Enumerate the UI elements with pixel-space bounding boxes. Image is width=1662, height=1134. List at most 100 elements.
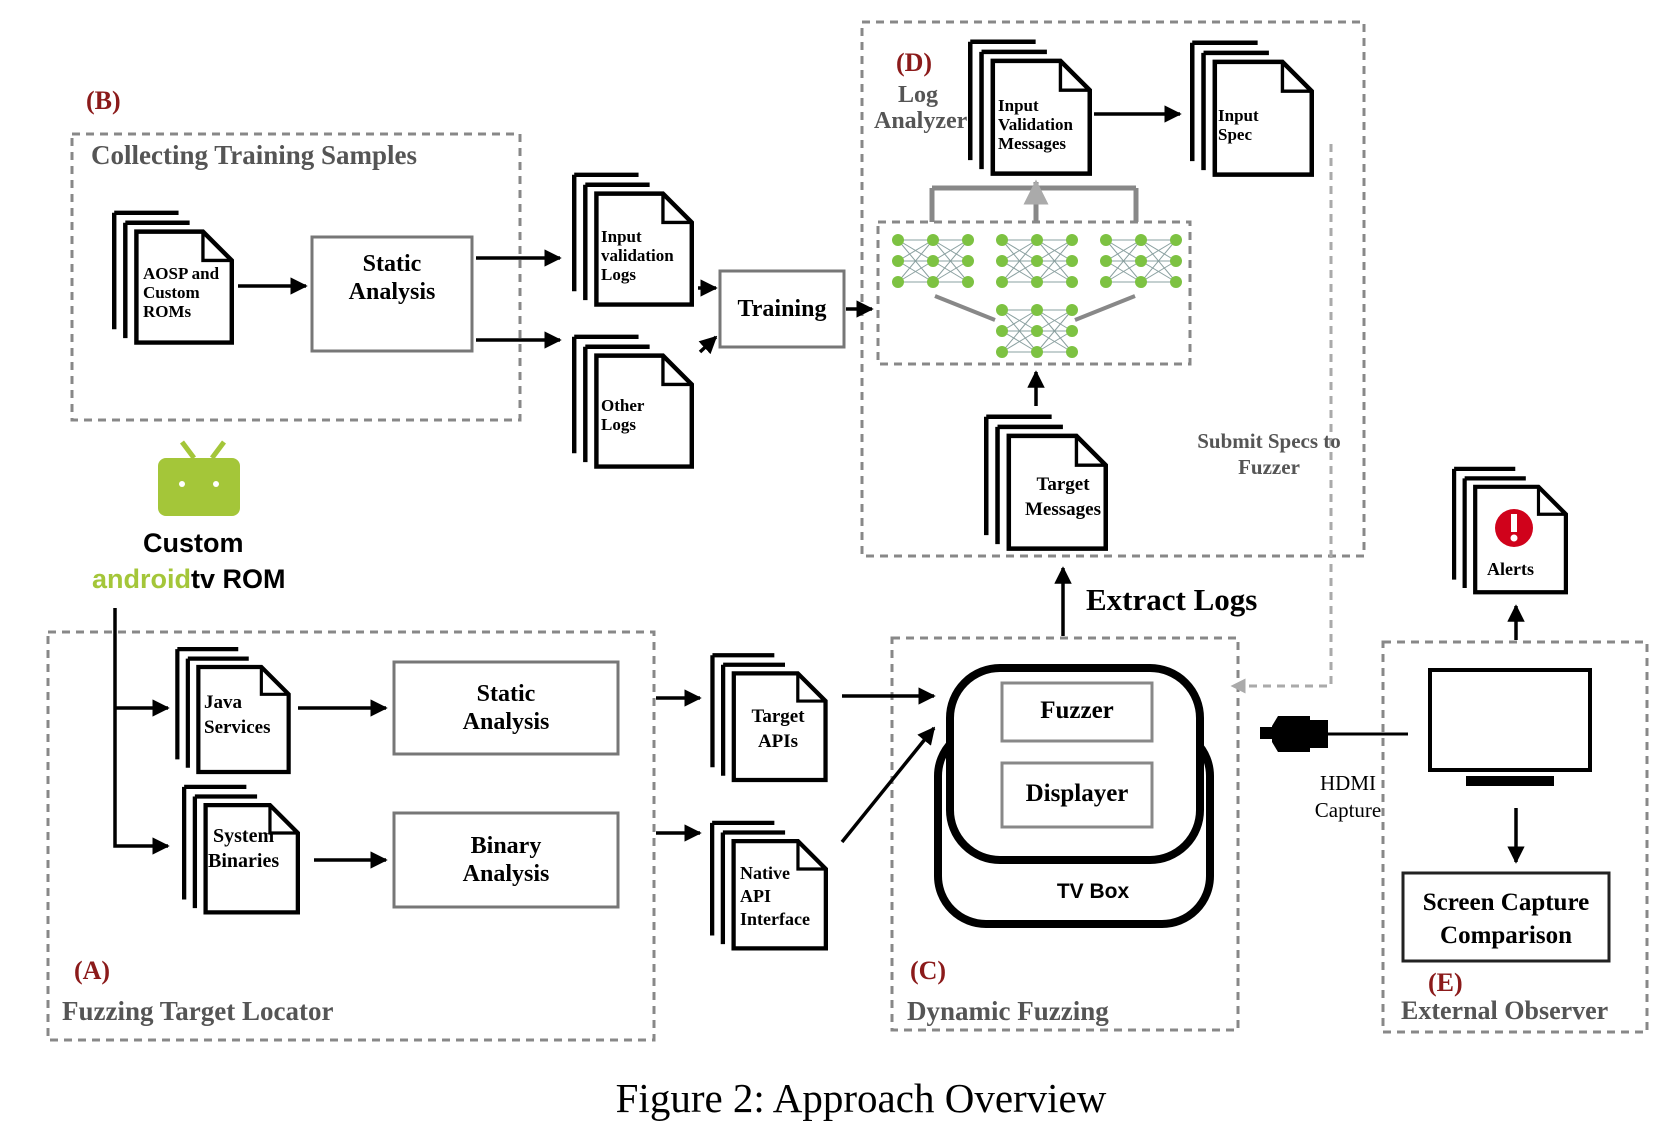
box-static-analysis-a xyxy=(392,660,620,756)
nn-node xyxy=(1066,325,1078,337)
nn-node xyxy=(962,234,974,246)
nn-connection xyxy=(1105,260,1142,283)
nn-node xyxy=(1031,234,1043,246)
nn-node xyxy=(962,255,974,267)
android-tv-rom-label: androidtv ROM xyxy=(92,564,286,594)
box-e-external-observer xyxy=(1381,640,1649,1034)
nn-connection xyxy=(1001,309,1038,353)
nn-connection xyxy=(1105,239,1142,262)
extract-logs-label: Extract Logs xyxy=(1086,582,1258,617)
nn-connection xyxy=(1036,330,1073,353)
nn-node xyxy=(1066,255,1078,267)
tv-box-label: TV Box xyxy=(1056,880,1130,903)
nn-node xyxy=(1066,346,1078,358)
nn-node xyxy=(996,304,1008,316)
nn-connection xyxy=(1001,260,1038,283)
nn-node xyxy=(1170,255,1182,267)
tv-box-icon xyxy=(934,664,1214,928)
nn-node xyxy=(1066,276,1078,288)
nn-node xyxy=(927,234,939,246)
nn-node xyxy=(892,255,904,267)
nn-connection xyxy=(1036,239,1073,262)
log-analyzer-title-line2: Analyzer xyxy=(874,108,968,134)
nn-connection xyxy=(932,239,969,283)
nn-node xyxy=(1031,255,1043,267)
box-training xyxy=(718,269,846,349)
nn-node xyxy=(1135,255,1147,267)
nn-node xyxy=(1031,325,1043,337)
custom-label: Custom xyxy=(143,528,244,558)
box-a-target-locator xyxy=(46,630,656,1042)
monitor-icon xyxy=(1428,668,1592,786)
nn-connection xyxy=(1001,239,1038,262)
hdmi-connector-icon xyxy=(1260,716,1408,752)
nn-node xyxy=(892,234,904,246)
submit-specs-dashed-arrow xyxy=(1230,144,1333,694)
nn-node xyxy=(996,325,1008,337)
nn-connection xyxy=(1140,239,1177,283)
box-c-dynamic-fuzzing xyxy=(890,636,1240,1032)
nn-node xyxy=(996,276,1008,288)
box-binary-analysis xyxy=(392,811,620,909)
nn-node xyxy=(1170,276,1182,288)
nn-node xyxy=(996,346,1008,358)
nn-node xyxy=(996,255,1008,267)
arrows xyxy=(113,105,1525,869)
nn-node xyxy=(1135,276,1147,288)
alert-icon xyxy=(1495,509,1533,547)
nn-node xyxy=(1066,234,1078,246)
nn-node xyxy=(996,234,1008,246)
nn-connection xyxy=(1036,309,1073,353)
nn-connection xyxy=(1001,239,1038,283)
nn-node xyxy=(1100,234,1112,246)
fuzzer-label: Fuzzer xyxy=(1040,697,1114,724)
dynamic-fuzzing-title: Dynamic Fuzzing xyxy=(907,996,1109,1026)
nn-node xyxy=(1031,276,1043,288)
external-observer-title: External Observer xyxy=(1401,996,1609,1025)
collecting-training-samples-title: Collecting Training Samples xyxy=(91,140,418,170)
doc-alerts-label: Alerts xyxy=(1487,559,1534,579)
neural-network-icon xyxy=(876,179,1192,366)
nn-connection xyxy=(1105,239,1142,283)
nn-node xyxy=(1031,304,1043,316)
nn-connection xyxy=(897,260,934,283)
nn-connection xyxy=(1140,260,1177,283)
nn-node xyxy=(1135,234,1147,246)
nn-node xyxy=(962,276,974,288)
section-e-tag: (E) xyxy=(1428,968,1463,997)
section-b-tag: (B) xyxy=(86,86,121,115)
nn-node xyxy=(1100,255,1112,267)
training-label: Training xyxy=(737,296,827,322)
section-d-tag: (D) xyxy=(896,48,933,77)
nn-node xyxy=(1100,276,1112,288)
nn-node xyxy=(927,255,939,267)
nn-connection xyxy=(932,239,969,262)
nn-node xyxy=(892,276,904,288)
nn-connection xyxy=(1036,309,1073,332)
nn-node xyxy=(1066,304,1078,316)
nn-connection xyxy=(897,239,934,262)
nn-node xyxy=(1170,234,1182,246)
fuzzing-target-locator-title: Fuzzing Target Locator xyxy=(62,996,334,1026)
displayer-label: Displayer xyxy=(1025,780,1129,807)
box-screen-capture xyxy=(1401,871,1611,963)
nn-connection xyxy=(1001,330,1038,353)
nn-connection xyxy=(932,260,969,283)
box-b-collecting xyxy=(70,132,522,422)
